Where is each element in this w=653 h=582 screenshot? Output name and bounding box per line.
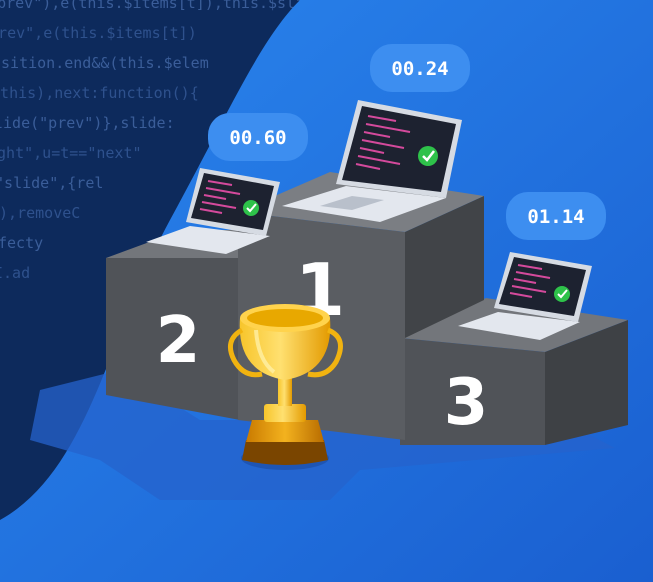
checkmark-icon: [418, 146, 438, 166]
laptop-icon: [146, 168, 280, 254]
code-line: e("prev"),e(this.$items[t]),this.$slide: [0, 0, 322, 12]
time-badge-second: 00.60: [208, 113, 308, 161]
checkmark-icon: [554, 286, 570, 302]
time-third: 01.14: [527, 206, 584, 228]
code-line: ight",u=t=="next": [0, 144, 142, 162]
code-line: I.ad: [0, 264, 30, 282]
place-number-2: 2: [156, 304, 201, 378]
time-first: 00.24: [391, 58, 448, 80]
code-line: nsition.end&&(this.$elem: [0, 54, 209, 72]
time-second: 00.60: [229, 127, 286, 149]
code-line: lide("prev")},slide:: [0, 114, 175, 132]
time-badge-third: 01.14: [506, 192, 606, 240]
laptop-icon: [282, 100, 462, 222]
code-line: fecty: [0, 234, 43, 252]
laptop-icon: [458, 252, 592, 340]
code-background: e("prev"),e(this.$items[t]),this.$slide "…: [0, 0, 322, 282]
checkmark-icon: [243, 200, 259, 216]
place-number-3: 3: [444, 366, 489, 440]
code-line: "),removeC: [0, 204, 80, 222]
time-badge-first: 00.24: [370, 44, 470, 92]
code-line: e,this),next:function(){: [0, 84, 199, 102]
code-line: "prev",e(this.$items[t]): [0, 24, 197, 42]
trophy-icon: [227, 304, 343, 470]
floor-shadow: [30, 370, 615, 500]
code-line: ("slide",{rel: [0, 174, 103, 192]
